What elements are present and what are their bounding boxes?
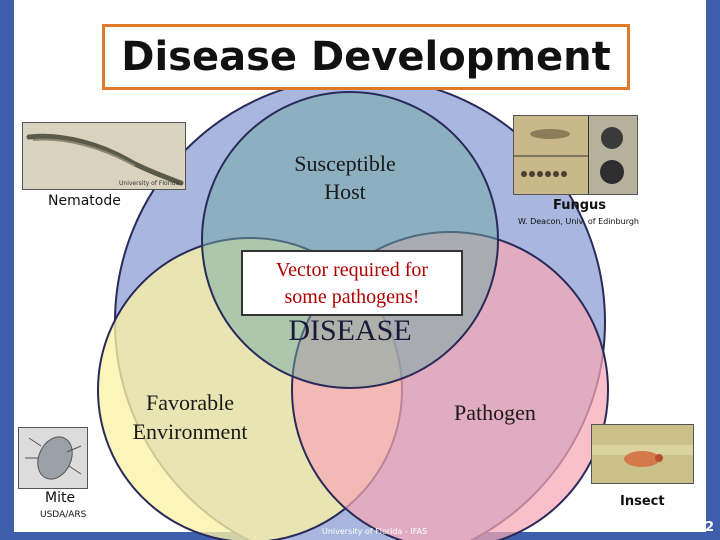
- page-number: 32: [695, 520, 714, 535]
- frame-right-bar: [706, 0, 720, 540]
- frame-left-bar: [0, 0, 14, 540]
- vector-note-line1: Vector required for: [275, 259, 429, 281]
- fungus-caption: Fungus: [553, 198, 607, 213]
- title-box: Disease Development: [102, 24, 630, 90]
- fungus-image: [514, 116, 637, 194]
- mite-photo: [18, 427, 88, 489]
- host-label-line1: Susceptible: [294, 151, 396, 176]
- footer-source: University of Florida - IFAS: [322, 527, 428, 536]
- host-label: Susceptible Host: [270, 150, 420, 206]
- mite-image: [19, 428, 87, 488]
- fungus-credit: W. Deacon, Univ. of Edinburgh: [518, 217, 639, 226]
- environment-label: Favorable Environment: [110, 388, 270, 446]
- host-label-line2: Host: [324, 179, 366, 204]
- nematode-image: University of Florida: [26, 133, 184, 187]
- insect-image: [592, 425, 693, 483]
- disease-label: DISEASE: [288, 314, 412, 347]
- pathogen-label: Pathogen: [454, 400, 536, 425]
- vector-note-box: Vector required for some pathogens!: [241, 250, 463, 316]
- insect-photo: [591, 424, 694, 484]
- mite-credit: USDA/ARS: [40, 510, 87, 520]
- mite-caption: Mite: [45, 490, 76, 506]
- fungus-photo: [513, 115, 638, 195]
- page-title: Disease Development: [121, 34, 611, 80]
- nematode-photo-credit: University of Florida: [119, 180, 180, 187]
- nematode-photo: University of Florida: [22, 122, 186, 190]
- environment-label-line1: Favorable: [146, 390, 234, 415]
- vector-note-line2: some pathogens!: [284, 286, 420, 308]
- insect-caption: Insect: [620, 494, 665, 509]
- environment-label-line2: Environment: [132, 419, 248, 444]
- nematode-caption: Nematode: [48, 193, 121, 209]
